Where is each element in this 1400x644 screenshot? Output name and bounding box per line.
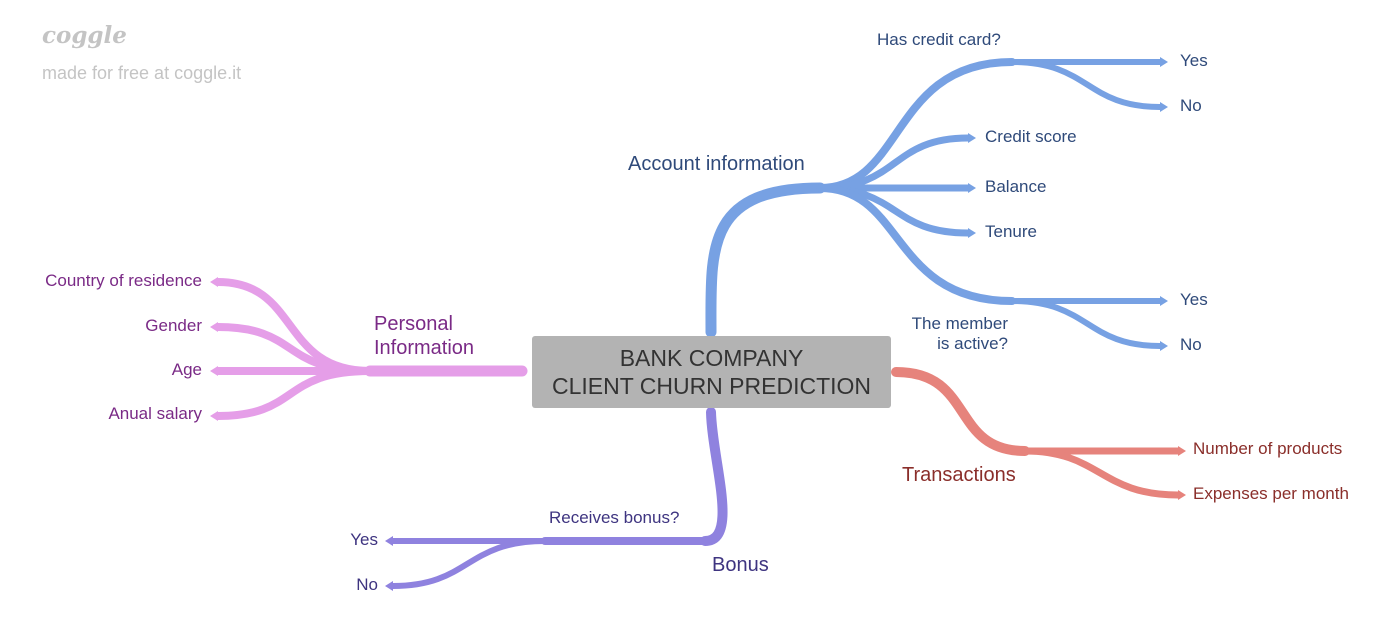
branch-has-credit-card bbox=[816, 58, 1016, 192]
central-topic-line-2: CLIENT CHURN PREDICTION bbox=[551, 373, 872, 399]
arrowhead-icon bbox=[1160, 57, 1168, 67]
arrowhead-icon bbox=[210, 277, 218, 287]
arrowhead-icon bbox=[210, 322, 218, 332]
branch-salary bbox=[214, 367, 374, 420]
credit-score-node[interactable]: Credit score bbox=[985, 127, 1077, 146]
receives-bonus-node[interactable]: Receives bonus? bbox=[549, 508, 680, 527]
balance-node[interactable]: Balance bbox=[985, 177, 1047, 196]
number-of-products-node[interactable]: Number of products bbox=[1193, 439, 1343, 458]
coggle-logo: coggle bbox=[42, 22, 127, 49]
made-for-free-link[interactable]: made for free at coggle.it bbox=[42, 63, 242, 83]
branch-bonus bbox=[700, 407, 728, 546]
gender-node[interactable]: Gender bbox=[145, 316, 202, 335]
bonus-node[interactable]: Bonus bbox=[712, 554, 769, 576]
personal-title-line-2: Information bbox=[374, 337, 475, 359]
branch-account bbox=[705, 182, 826, 338]
personal-information-node[interactable]: Personal Information bbox=[374, 312, 474, 360]
branch-member-active bbox=[816, 184, 1016, 305]
arrowhead-icon bbox=[1178, 490, 1186, 500]
member-active-line-2: is active? bbox=[937, 334, 1008, 354]
expenses-per-month-node[interactable]: Expenses per month bbox=[1193, 484, 1349, 503]
country-node[interactable]: Country of residence bbox=[45, 271, 202, 290]
branch-bonus-no bbox=[390, 538, 548, 589]
arrowhead-icon bbox=[1160, 102, 1168, 112]
arrowhead-icon bbox=[210, 366, 218, 376]
arrowhead-icon bbox=[968, 183, 976, 193]
member-active-line-1: The member bbox=[911, 314, 1008, 333]
arrowhead-icon bbox=[1178, 446, 1186, 456]
transactions-node[interactable]: Transactions bbox=[902, 464, 1016, 486]
member-active-node[interactable]: The member is active? bbox=[880, 314, 1008, 355]
branch-credit-card-no bbox=[1009, 59, 1163, 110]
arrowhead-icon bbox=[385, 536, 393, 546]
branch-active-no bbox=[1009, 298, 1163, 349]
credit-card-no-node[interactable]: No bbox=[1180, 96, 1202, 115]
arrowhead-icon bbox=[385, 581, 393, 591]
personal-title-line-1: Personal bbox=[374, 313, 453, 335]
arrowhead-icon bbox=[968, 133, 976, 143]
arrowhead-icon bbox=[1160, 341, 1168, 351]
central-topic-line-1: BANK COMPANY bbox=[619, 344, 804, 371]
active-yes-node[interactable]: Yes bbox=[1180, 290, 1208, 309]
bonus-yes-node[interactable]: Yes bbox=[350, 530, 378, 549]
active-no-node[interactable]: No bbox=[1180, 335, 1202, 354]
arrowhead-icon bbox=[1160, 296, 1168, 306]
credit-card-yes-node[interactable]: Yes bbox=[1180, 51, 1208, 70]
central-topic[interactable]: BANK COMPANY CLIENT CHURN PREDICTION bbox=[532, 336, 891, 408]
has-credit-card-node[interactable]: Has credit card? bbox=[877, 30, 1001, 49]
arrowhead-icon bbox=[968, 228, 976, 238]
age-node[interactable]: Age bbox=[171, 360, 202, 379]
branch-expenses bbox=[1021, 447, 1182, 499]
bonus-no-node[interactable]: No bbox=[356, 575, 378, 594]
branch-transactions bbox=[891, 367, 1030, 456]
arrowhead-icon bbox=[210, 411, 218, 421]
salary-node[interactable]: Anual salary bbox=[108, 404, 202, 423]
account-information-node[interactable]: Account information bbox=[628, 153, 805, 175]
tenure-node[interactable]: Tenure bbox=[985, 222, 1037, 241]
